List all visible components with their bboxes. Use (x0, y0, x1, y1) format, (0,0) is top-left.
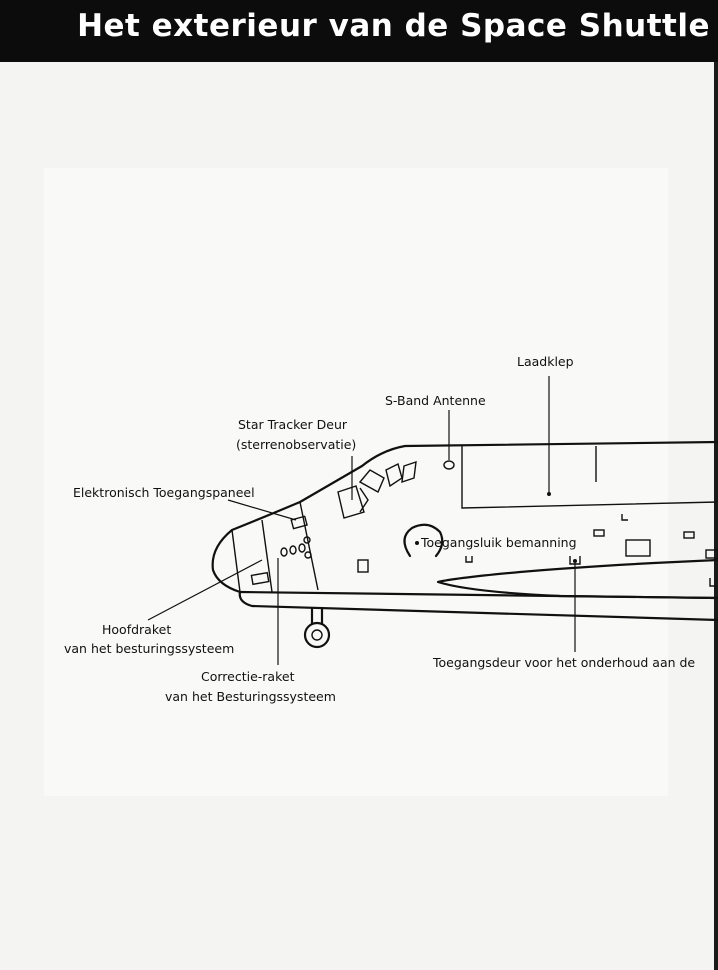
maintenance-door-dot (573, 559, 577, 563)
fuselage-outline (211, 440, 718, 600)
electronic-panel-box (290, 515, 308, 530)
payload-bay-door (461, 446, 718, 509)
label-hoofdraket: Hoofdraket (102, 622, 171, 637)
label-toegangsdeur: Toegangsdeur voor het onderhoud aan de (432, 655, 695, 670)
diagram-panel (44, 168, 668, 796)
cockpit-windows (337, 460, 417, 519)
header-bar: Het exterieur van de Space Shuttle (0, 0, 718, 62)
label-correctie-sub: van het Besturingssysteem (165, 689, 336, 704)
control-jets (250, 536, 312, 586)
label-laadklep: Laadklep (517, 354, 574, 369)
leader-dot-laadklep (547, 492, 551, 496)
hull-marks (357, 514, 718, 587)
label-s-band: S-Band Antenne (385, 393, 486, 408)
nose-landing-gear (303, 606, 331, 649)
nose-cap (231, 529, 241, 593)
label-star-tracker-sub: (sterrenobservatie) (236, 437, 356, 452)
page-title: Het exterieur van de Space Shuttle (77, 8, 710, 44)
wing-edge (436, 558, 718, 600)
crew-hatch-dot (415, 541, 419, 545)
label-correctie: Correctie-raket (201, 669, 295, 684)
leader-hoofdraket (147, 559, 263, 621)
belly-line (238, 590, 718, 622)
label-star-tracker: Star Tracker Deur (238, 417, 348, 432)
page-edge-shadow (714, 62, 718, 970)
label-toegangsluik: Toegangsluik bemanning (420, 535, 577, 550)
leader-elektronisch (227, 499, 297, 521)
label-hoofdraket-sub: van het besturingssysteem (64, 641, 234, 656)
label-elektronisch: Elektronisch Toegangspaneel (73, 485, 255, 500)
crew-hatch (403, 523, 444, 558)
s-band-antenna (443, 460, 455, 470)
